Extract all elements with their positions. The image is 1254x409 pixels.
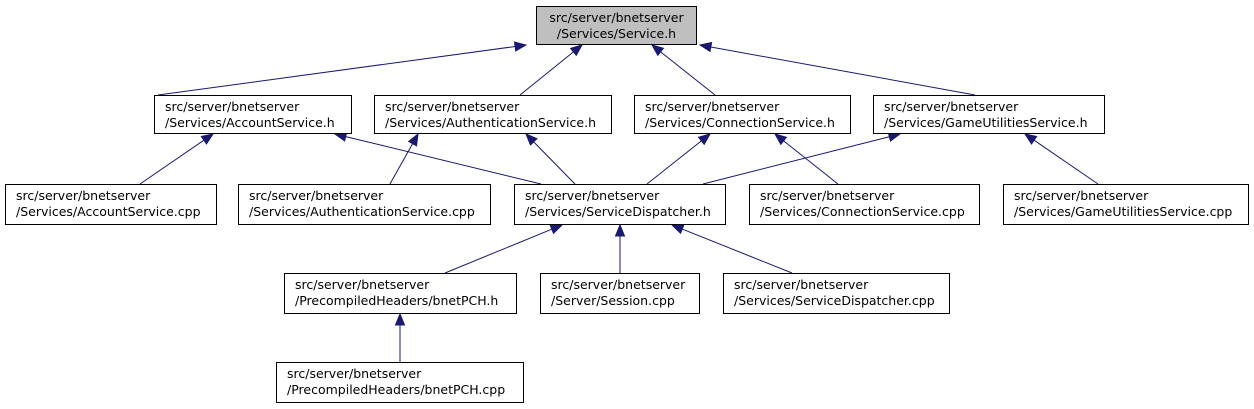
node-service-h[interactable]: src/server/bnetserver /Services/Service.… <box>536 6 697 45</box>
node-line-1: src/server/bnetserver <box>549 10 684 25</box>
node-bnet-pch-cpp[interactable]: src/server/bnetserver /PrecompiledHeader… <box>276 362 524 403</box>
node-line-2: /Services/ServiceDispatcher.cpp <box>734 293 935 308</box>
edge-line <box>783 140 839 185</box>
node-session-cpp[interactable]: src/server/bnetserver /Server/Session.cp… <box>540 273 700 314</box>
edge-line <box>646 140 702 185</box>
node-service-dispatcher-cpp[interactable]: src/server/bnetserver /Services/ServiceD… <box>723 273 950 314</box>
edge-conn_cpp-to-conn_h <box>773 133 839 185</box>
arrowhead <box>650 44 665 57</box>
edge-account_h-to-service_h <box>157 41 528 96</box>
node-line-1: src/server/bnetserver <box>1014 188 1149 203</box>
node-line-2: /Services/GameUtilitiesService.cpp <box>1014 204 1233 219</box>
node-line-1: src/server/bnetserver <box>884 99 1019 114</box>
node-game-utilities-service-h[interactable]: src/server/bnetserver /Services/GameUtil… <box>873 95 1105 134</box>
node-authentication-service-h[interactable]: src/server/bnetserver /Services/Authenti… <box>374 95 612 134</box>
edge-pch_cpp-to-pch_h <box>394 312 406 362</box>
node-line-2: /Services/AuthenticationService.cpp <box>249 204 475 219</box>
arrowhead <box>614 223 626 237</box>
edge-session_cpp-to-dispatcher_h <box>614 223 626 273</box>
arrowhead <box>513 41 528 52</box>
node-service-dispatcher-h[interactable]: src/server/bnetserver /Services/ServiceD… <box>514 184 726 225</box>
node-line-2: /Services/ConnectionService.cpp <box>760 204 965 219</box>
node-line-2: /PrecompiledHeaders/bnetPCH.h <box>295 293 499 308</box>
node-line-2: /PrecompiledHeaders/bnetPCH.cpp <box>287 382 506 397</box>
edge-line <box>702 136 890 185</box>
edge-line <box>139 139 205 185</box>
edge-dispatcher_h-to-auth_h <box>525 133 576 185</box>
node-line-1: src/server/bnetserver <box>287 366 422 381</box>
edge-line <box>389 143 414 185</box>
edge-pch_h-to-dispatcher_h <box>444 224 564 274</box>
node-line-1: src/server/bnetserver <box>551 277 686 292</box>
edge-line <box>444 228 553 274</box>
arrowhead <box>1023 133 1038 145</box>
edge-line <box>533 141 576 185</box>
arrowhead <box>525 133 538 146</box>
node-line-2: /Services/AccountService.cpp <box>16 204 201 219</box>
node-authentication-service-cpp[interactable]: src/server/bnetserver /Services/Authenti… <box>238 184 491 225</box>
edge-auth_cpp-to-auth_h <box>389 132 419 185</box>
edge-line <box>519 51 574 96</box>
arrowhead <box>200 133 215 145</box>
edge-line <box>710 46 976 96</box>
node-line-1: src/server/bnetserver <box>760 188 895 203</box>
edge-game_cpp-to-game_h <box>1023 133 1099 185</box>
node-bnet-pch-h[interactable]: src/server/bnetserver /PrecompiledHeader… <box>284 273 517 314</box>
node-line-1: src/server/bnetserver <box>525 188 660 203</box>
edge-dispatcher_cpp-to-dispatcher_h <box>670 224 793 274</box>
node-line-1: src/server/bnetserver <box>385 99 520 114</box>
edge-line <box>1033 139 1099 185</box>
arrowhead <box>670 224 685 235</box>
edge-account_cpp-to-account_h <box>139 133 215 185</box>
edge-line <box>660 51 716 96</box>
edge-auth_h-to-service_h <box>519 44 584 96</box>
edge-dispatcher_h-to-conn_h <box>646 133 712 185</box>
edge-line <box>345 136 542 185</box>
edge-conn_h-to-service_h <box>650 44 716 96</box>
arrowhead <box>407 132 419 147</box>
node-line-1: src/server/bnetserver <box>645 99 780 114</box>
node-line-2: /Services/GameUtilitiesService.h <box>884 115 1088 130</box>
node-game-utilities-service-cpp[interactable]: src/server/bnetserver /Services/GameUtil… <box>1003 184 1249 225</box>
node-line-2: /Services/AccountService.h <box>165 115 335 130</box>
node-line-2: /Server/Session.cpp <box>551 293 675 308</box>
node-account-service-cpp[interactable]: src/server/bnetserver /Services/AccountS… <box>5 184 217 225</box>
node-line-2: /Services/Service.h <box>556 26 677 41</box>
node-line-1: src/server/bnetserver <box>295 277 430 292</box>
arrowhead <box>549 224 564 235</box>
node-line-1: src/server/bnetserver <box>16 188 151 203</box>
node-account-service-h[interactable]: src/server/bnetserver /Services/AccountS… <box>154 95 352 134</box>
arrowhead <box>698 41 713 53</box>
node-line-2: /Services/AuthenticationService.h <box>385 115 596 130</box>
edge-line <box>682 228 793 274</box>
node-line-1: src/server/bnetserver <box>249 188 384 203</box>
arrowhead <box>773 133 788 146</box>
edge-game_h-to-service_h <box>698 41 976 96</box>
node-line-1: src/server/bnetserver <box>734 277 869 292</box>
node-line-1: src/server/bnetserver <box>165 99 300 114</box>
node-connection-service-h[interactable]: src/server/bnetserver /Services/Connecti… <box>634 95 851 134</box>
edge-dispatcher_h-to-account_h <box>333 131 542 185</box>
arrowhead <box>569 44 584 57</box>
arrowhead <box>394 312 406 326</box>
arrowhead <box>697 133 712 146</box>
edge-dispatcher_h-to-game_h <box>702 131 902 185</box>
edge-line <box>157 45 516 96</box>
node-line-2: /Services/ConnectionService.h <box>645 115 835 130</box>
node-connection-service-cpp[interactable]: src/server/bnetserver /Services/Connecti… <box>749 184 980 225</box>
node-line-2: /Services/ServiceDispatcher.h <box>525 204 711 219</box>
